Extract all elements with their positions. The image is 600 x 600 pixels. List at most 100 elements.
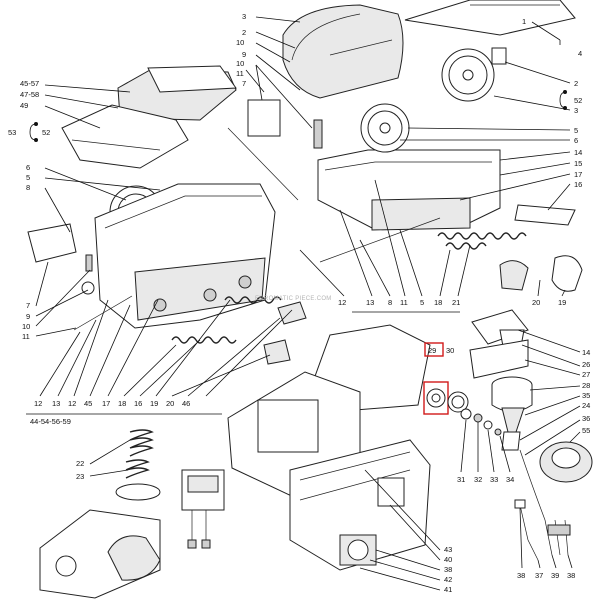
part-label: 33 <box>490 475 498 484</box>
leader-lines <box>26 16 581 591</box>
part-label: 43 <box>444 545 452 554</box>
right-hopper-base <box>371 197 471 231</box>
part-label: 11 <box>22 332 30 341</box>
part-label: 10 <box>22 322 30 331</box>
highlight-box-29 <box>424 342 444 357</box>
washer-left <box>81 281 95 295</box>
oring-32 <box>473 413 483 423</box>
part-label: 15 <box>574 159 582 168</box>
part-label: 6 <box>574 136 578 145</box>
elbow-24 <box>501 431 521 451</box>
top-cover-plate <box>404 0 576 36</box>
part-label: 7 <box>242 79 246 88</box>
cap-part-19 <box>551 255 583 292</box>
outlet-2 <box>203 288 217 302</box>
mixer-housing-27 <box>469 339 529 379</box>
outlet-3 <box>238 275 252 289</box>
part-label: 11 <box>400 298 408 307</box>
part-label: 52 <box>574 96 582 105</box>
part-label: 38 <box>444 565 452 574</box>
part-label: 5 <box>574 126 578 135</box>
part-label: 36 <box>582 414 590 423</box>
gear-right-mid <box>360 103 410 153</box>
part-label: 38 <box>517 571 525 580</box>
part-label: 46 <box>182 399 190 408</box>
part-label: 8 <box>388 298 392 307</box>
auger-left-2 <box>171 336 237 344</box>
part-label: 13 <box>366 298 374 307</box>
part-label: 45 <box>84 399 92 408</box>
part-label: 17 <box>574 170 582 179</box>
motor-assembly <box>339 534 377 566</box>
part-label: 13 <box>52 399 60 408</box>
part-label: 31 <box>457 475 465 484</box>
nozzle-left-1 <box>277 301 307 325</box>
watermark: EUROMATIC PIECE.COM <box>255 296 332 302</box>
fan-motor-55 <box>539 441 593 483</box>
funnel-35 <box>501 407 525 433</box>
part-label: 8 <box>26 183 30 192</box>
part-label: 9 <box>26 312 30 321</box>
screw-34 <box>494 428 502 436</box>
group-label: 44-54-56-59 <box>30 417 71 426</box>
part-label: 19 <box>150 399 158 408</box>
wire-harness <box>514 499 571 561</box>
spring-22 <box>129 429 154 457</box>
part-label: 20 <box>166 399 174 408</box>
seal-29-highlighted <box>423 381 449 415</box>
chute-guide <box>514 204 576 226</box>
part-label: 4 <box>578 49 582 58</box>
part-label: 30 <box>446 346 454 355</box>
shaft-diag <box>227 127 299 201</box>
fan-opening <box>55 555 77 577</box>
bracket-upper <box>247 99 281 137</box>
left-flap <box>61 104 189 169</box>
gasket-30 <box>447 391 469 413</box>
part-label: 17 <box>102 399 110 408</box>
part-label: 3 <box>242 12 246 21</box>
part-label: 53 <box>8 128 16 137</box>
hopper-lid <box>282 4 404 99</box>
part-label: 37 <box>535 571 543 580</box>
part-label: 28 <box>582 381 590 390</box>
part-label: 39 <box>551 571 559 580</box>
part-label-highlighted: 29 <box>428 346 436 355</box>
part-label: 3 <box>574 106 578 115</box>
part-label: 5 <box>26 173 30 182</box>
part-label: 38 <box>567 571 575 580</box>
brace-52-left <box>29 123 37 141</box>
circuit-board <box>257 399 319 453</box>
oring-31 <box>460 408 472 420</box>
part-label: 10 <box>236 38 244 47</box>
spring-23 <box>125 459 150 479</box>
shaft-right <box>319 217 441 263</box>
left-lid-top <box>147 65 237 93</box>
washer-33 <box>483 420 493 430</box>
part-label: 52 <box>42 128 50 137</box>
part-label: 19 <box>558 298 566 307</box>
part-label: 2 <box>242 28 246 37</box>
auger-right-1 <box>437 232 527 240</box>
pin-left <box>85 254 93 272</box>
part-label: 6 <box>26 163 30 172</box>
part-label: 35 <box>582 391 590 400</box>
part-label: 45-57 <box>20 79 39 88</box>
part-label: 18 <box>434 298 442 307</box>
part-label: 34 <box>506 475 514 484</box>
part-label: 16 <box>574 180 582 189</box>
left-hopper-front <box>134 257 266 321</box>
gear-right-top <box>441 48 495 102</box>
part-label: 21 <box>452 298 460 307</box>
mixer-chamber-28 <box>491 376 533 412</box>
part-label: 2 <box>574 79 578 88</box>
part-label: 40 <box>444 555 452 564</box>
part-label: 9 <box>242 50 246 59</box>
part-label: 41 <box>444 585 452 594</box>
part-numbers: 3 2 10 9 10 11 7 1 4 45-57 47-58 49 53 5… <box>8 12 590 594</box>
part-label: 14 <box>582 348 590 357</box>
part-label: 1 <box>522 17 526 26</box>
spindle-part <box>313 119 323 149</box>
part-label: 20 <box>532 298 540 307</box>
